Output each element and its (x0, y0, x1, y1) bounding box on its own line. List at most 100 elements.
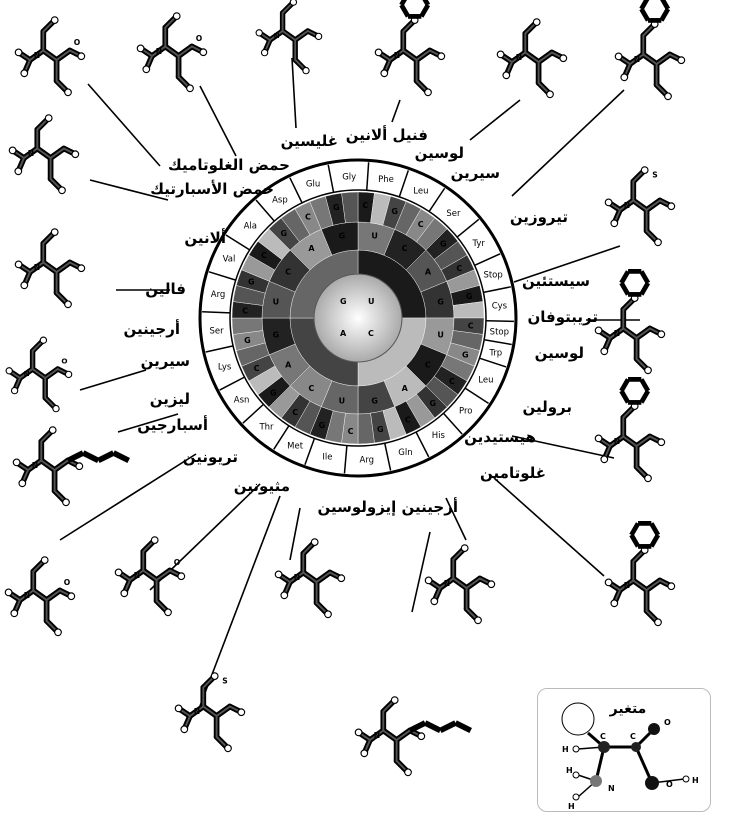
molecule-alanine: N (8, 114, 80, 195)
atom-o: O (64, 578, 71, 587)
nucleotide-letter: C (456, 264, 462, 273)
atom-s: S (222, 677, 227, 686)
atom-n: N (24, 369, 30, 378)
nucleotide-letter: A (425, 267, 432, 276)
label-tyrosine: تيروزين (510, 208, 568, 226)
nucleotide-letter: G (339, 232, 346, 241)
atom-n: N (32, 461, 38, 470)
legend-h-4: H (692, 776, 699, 785)
atom-n: N (274, 31, 280, 40)
connector-line (513, 245, 621, 283)
nucleotide-letter: U (273, 298, 280, 307)
molecule-threonine: NO (114, 536, 186, 617)
connector-line (289, 507, 301, 561)
atom-n: N (614, 437, 620, 446)
connector-line (445, 497, 467, 541)
atom-n: N (394, 51, 400, 60)
connector-line (469, 99, 521, 141)
codon-abbr-cys: Cys (492, 301, 508, 311)
nucleotide-letter: C (305, 213, 311, 222)
nucleotide-center-a: A (340, 329, 347, 338)
label-leucine-right: لوسين (535, 344, 584, 362)
connector-line (199, 85, 237, 157)
molecule-lysine: N (12, 426, 130, 507)
wheel-center (313, 273, 403, 363)
carbonyl-carbon-atom (631, 742, 641, 752)
nucleotide-letter: G (280, 229, 287, 238)
molecule-glycine: N (255, 0, 323, 75)
molecule-histidine: N (604, 521, 676, 627)
legend-c-1: C (600, 732, 606, 741)
hydroxyl-oxygen-atom (645, 776, 659, 790)
atom-n: N (156, 47, 162, 56)
nucleotide-letter: G (440, 239, 447, 248)
molecule-glutamic-acid: NO (14, 16, 86, 97)
label-serine-top: سيرين (451, 164, 500, 182)
nucleotide-letter: G (273, 330, 280, 339)
molecule-tyrosine: N (614, 0, 686, 101)
molecule-methionine: NS (174, 672, 246, 753)
codon-abbr-leu: Leu (413, 187, 428, 197)
atom-n: N (28, 149, 34, 158)
label-arginine-isoleucine: أرجينين إيزولوسين (317, 497, 458, 516)
connector-line (411, 531, 431, 613)
codon-abbr-phe: Phe (378, 175, 394, 185)
legend-n: N (608, 784, 615, 793)
atom-s: S (652, 171, 657, 180)
atom-n: N (294, 573, 300, 582)
nucleotide-letter: G (462, 350, 469, 359)
codon-abbr-thr: Thr (258, 423, 274, 433)
connector-line (87, 83, 161, 167)
variable-label: متغير (609, 701, 647, 717)
nitrogen-atom (590, 775, 602, 787)
nucleotide-letter: U (437, 330, 444, 339)
codon-abbr-arg: Arg (211, 290, 226, 300)
molecule-tryptophan: N (594, 269, 666, 375)
atom-n: N (374, 731, 380, 740)
codon-abbr-stop: Stop (483, 270, 502, 280)
connector-line (493, 477, 605, 577)
connector-line (291, 57, 297, 129)
atom-o: O (174, 558, 181, 567)
nucleotide-letter: G (371, 396, 378, 405)
codon-abbr-trp: Trp (488, 348, 502, 358)
codon-abbr-arg: Arg (359, 456, 374, 466)
nucleotide-letter: C (418, 220, 424, 229)
legend-h-2: H (566, 766, 573, 775)
codon-abbr-pro: Pro (459, 407, 473, 417)
label-lysine: ليزين (150, 390, 190, 408)
nucleotide-letter: G (319, 421, 326, 430)
legend-h-1: H (562, 745, 569, 754)
legend-o-1: O (664, 718, 671, 727)
label-histidine: هيستيدين (464, 428, 536, 446)
nucleotide-letter: G (377, 425, 384, 434)
codon-abbr-met: Met (287, 441, 304, 451)
label-valine: فالين (145, 280, 186, 298)
label-glutamic-acid: حمض الغلوتاميك (168, 156, 290, 174)
atom-o: O (196, 34, 203, 43)
label-phenylalanine: فنيل ألانين (346, 125, 428, 144)
nucleotide-letter: A (285, 361, 292, 370)
ring-2-sector (341, 191, 359, 224)
nucleotide-letter: C (348, 427, 354, 436)
atom-n: N (24, 591, 30, 600)
label-cysteine: سيستئين (522, 272, 590, 290)
label-glutamine: غلوتامين (480, 464, 546, 482)
amino-acid-legend: متغير H H H C C N O O H (537, 688, 711, 812)
nucleotide-letter: G (437, 298, 444, 307)
nucleotide-letter: C (285, 267, 291, 276)
codon-abbr-stop: Stop (490, 328, 509, 338)
molecule-serine: NO (5, 336, 73, 413)
molecule-isoleucine: N (274, 538, 346, 619)
nucleotide-letter: C (242, 307, 248, 316)
variable-group-circle (561, 702, 595, 736)
amino-acid-labels: حمض الغلوتاميك حمض الأسبارتيك ألانين فال… (124, 125, 598, 516)
atom-n: N (634, 55, 640, 64)
atom-n: N (134, 571, 140, 580)
connector-line (511, 89, 625, 197)
connector-line (511, 435, 615, 459)
